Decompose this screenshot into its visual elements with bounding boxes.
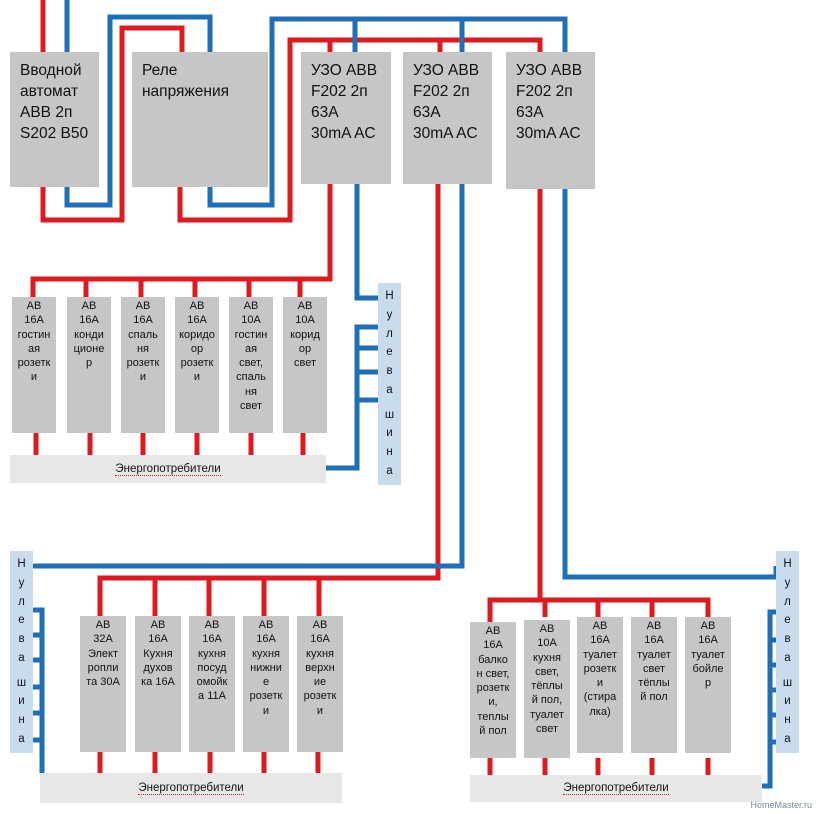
group2-neutral-bus: Н у л е в а ш и н а [10, 551, 33, 753]
group2-breaker-2: АВ 16А Кухня духов ка 16А [135, 616, 181, 752]
group2-neutral-letter: в [18, 633, 25, 646]
phase-wire-group3 [487, 189, 543, 622]
group1-neutral-letter: и [386, 427, 393, 440]
group2-breaker-1: АВ 32А Элект ропли та 30А [80, 616, 126, 752]
group2-neutral-letter: а [18, 651, 25, 664]
rcd-1: УЗО ABB F202 2п 63А 30mA AC [301, 52, 391, 184]
group1-breaker-3: АВ 16А спаль ня розетк и [121, 297, 165, 433]
group1-neutral-letter: а [386, 465, 393, 478]
group1-neutral-letter: л [386, 327, 393, 340]
group3-neutral-letter: н [784, 714, 791, 727]
neutral-wire-rcd3-to-bus [562, 189, 779, 580]
neutral-wire-consumers2-to-bus [33, 607, 45, 773]
group3-breaker-4: АВ 16А туалет свет тёплы й пол [631, 617, 677, 753]
group2-neutral-letter: а [18, 733, 25, 746]
group3-breaker-2: АВ 10А кухня свет, тёплы й пол, туалет с… [524, 620, 570, 758]
group2-breaker-3: АВ 16А кухня посуд омойк а 11А [189, 616, 235, 752]
group3-breaker-1: АВ 16А балко н свет, розетк и, теплы й п… [470, 622, 516, 758]
group3-neutral-letter: у [784, 576, 791, 589]
group1-breaker-2: АВ 16А конди ционе р [67, 297, 111, 433]
group1-neutral-bus: Н у л е в а ш и н а [378, 283, 401, 485]
group1-neutral-letter: е [386, 346, 393, 359]
group3-consumers-label: Энергопотребители [563, 782, 669, 795]
rcd-2: УЗО ABB F202 2п 63А 30mA AC [403, 52, 492, 184]
group2-breaker-4: АВ 16А кухня нижни е розетк и [243, 616, 289, 752]
group3-neutral-letter: а [784, 733, 791, 746]
rcd-3: УЗО ABB F202 2п 63А 30mA AC [506, 52, 595, 189]
neutral-wire-rcd2-to-bus [33, 184, 465, 569]
group3-breaker-3: АВ 16А туалет розетк и (стира лка) [577, 617, 623, 753]
group1-neutral-letter: Н [385, 289, 394, 302]
group2-breaker-5: АВ 16А кухня верхн ие розетк и [297, 616, 343, 752]
group1-neutral-letter: в [386, 365, 393, 378]
group3-neutral-letter: е [784, 614, 791, 627]
group1-breaker-1: АВ 16А гостин ая розетк и [12, 297, 56, 433]
group2-neutral-letter: е [18, 614, 25, 627]
phase-wire-relay-to-rcds [177, 37, 543, 223]
group3-breaker-5: АВ 16А туалет бойле р [685, 617, 731, 753]
watermark: HomeMaster.ru [750, 800, 812, 810]
phase-wire-breaker-to-relay [40, 25, 185, 223]
group3-neutral-letter: в [784, 633, 791, 646]
phase-bus-group3 [540, 597, 711, 617]
group1-breaker-5: АВ 10А гостин ая свет, спаль ня свет [229, 297, 273, 433]
neutral-wire-breaker-to-relay [64, 14, 213, 208]
group3-neutral-letter: а [784, 651, 791, 664]
phase-wire-group2 [97, 184, 441, 616]
group3-neutral-letter: Н [783, 557, 792, 570]
group2-neutral-letter: л [18, 595, 25, 608]
group3-consumers-bar: Энергопотребители [470, 775, 762, 802]
voltage-relay: Реле напряжения [132, 52, 268, 187]
neutral-wire-consumers3-to-bus [762, 609, 776, 789]
group2-neutral-letter: н [18, 714, 25, 727]
group3-neutral-letter: и [784, 695, 791, 708]
input-breaker: Вводной автомат ABB 2п S202 B50 [10, 52, 99, 187]
neutral-wire-relay-to-rcds [207, 16, 568, 208]
group1-consumers-bar: Энергопотребители [10, 455, 326, 483]
group2-neutral-letter: Н [17, 557, 26, 570]
group1-consumers-label: Энергопотребители [115, 462, 221, 476]
group1-breaker-4: АВ 16А коридо ор розетк и [175, 297, 219, 433]
group3-neutral-letter: л [784, 595, 791, 608]
group1-neutral-letter: н [386, 446, 393, 459]
group1-neutral-letter: у [386, 308, 393, 321]
group2-neutral-letter: у [18, 576, 25, 589]
group2-neutral-letter: ш [16, 676, 27, 689]
group2-consumers-bar: Энергопотребители [40, 773, 342, 803]
group1-neutral-letter: ш [384, 408, 395, 421]
group1-breaker-6: АВ 10А корид ор свет [283, 297, 327, 433]
neutral-wire-rcd1-to-bus [354, 184, 378, 301]
phase-wire-group1 [30, 184, 333, 297]
group1-neutral-letter: а [386, 383, 393, 396]
group3-neutral-bus: Н у л е в а ш и н а [776, 551, 799, 753]
group3-neutral-letter: ш [782, 676, 793, 689]
group2-consumers-label: Энергопотребители [138, 781, 244, 795]
group2-neutral-letter: и [18, 695, 25, 708]
